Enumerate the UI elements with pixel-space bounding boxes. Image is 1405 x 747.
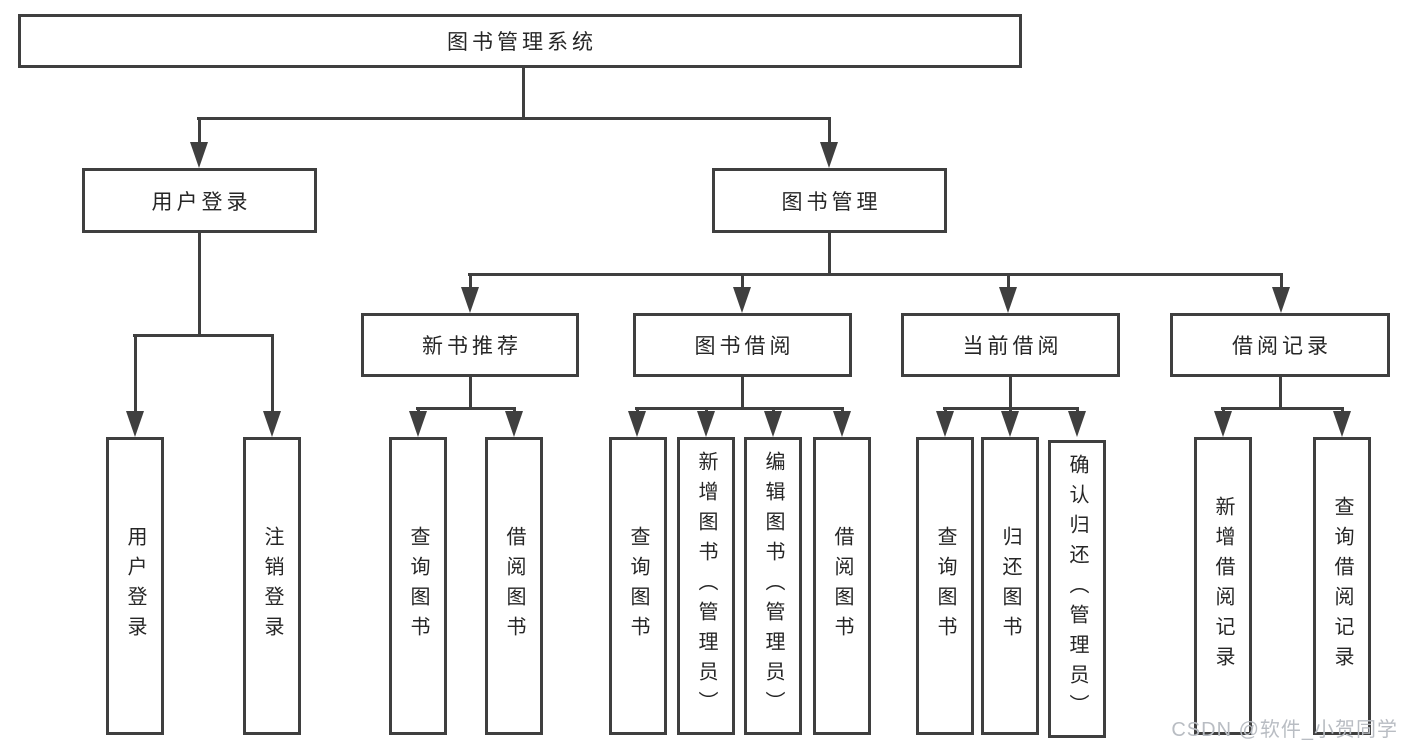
- connector-line: [522, 68, 525, 119]
- arrow-shaft: [1008, 407, 1012, 414]
- csdn-watermark: CSDN @软件_小贺同学: [1171, 719, 1398, 741]
- node-label: 查询图书: [934, 526, 956, 646]
- connector-line: [740, 377, 744, 409]
- connector-line: [1278, 377, 1282, 409]
- arrow-down-icon: [697, 411, 715, 437]
- node-label: 图书管理系统: [447, 31, 597, 54]
- connector-line: [197, 233, 201, 336]
- leaf-current-confirm-return-admin: 确认归还（管理员）: [1048, 440, 1106, 738]
- arrow-shaft: [416, 407, 420, 414]
- node-label: 图书借阅: [694, 335, 795, 358]
- leaf-current-query-books: 查询图书: [916, 437, 974, 735]
- connector-line: [468, 273, 1283, 276]
- connector-line: [197, 117, 831, 120]
- leaf-user-login: 用户登录: [106, 437, 164, 735]
- arrow-down-icon: [1214, 411, 1232, 437]
- node-book-borrowing: 图书借阅: [633, 313, 852, 377]
- leaf-borrow-borrow-books: 借阅图书: [813, 437, 871, 735]
- connector-line: [133, 334, 274, 337]
- arrow-shaft: [943, 407, 947, 414]
- leaf-current-return-books: 归还图书: [981, 437, 1039, 735]
- connector-line: [635, 407, 844, 410]
- arrow-shaft: [771, 407, 775, 414]
- arrow-down-icon: [190, 142, 208, 168]
- node-label: 查询图书: [407, 526, 429, 646]
- arrow-shaft: [635, 407, 639, 414]
- arrow-shaft: [827, 117, 831, 145]
- arrow-down-icon: [628, 411, 646, 437]
- leaf-borrow-query-books: 查询图书: [609, 437, 667, 735]
- node-label: 当前借阅: [962, 335, 1063, 358]
- leaf-borrow-add-books-admin: 新增图书（管理员）: [677, 437, 735, 735]
- connector-line: [827, 233, 831, 275]
- arrow-down-icon: [263, 411, 281, 437]
- node-label: 确认归还（管理员）: [1066, 454, 1088, 724]
- leaf-logout-login: 注销登录: [243, 437, 301, 735]
- arrow-down-icon: [126, 411, 144, 437]
- arrow-shaft: [1221, 407, 1225, 414]
- leaf-borrow-edit-books-admin: 编辑图书（管理员）: [744, 437, 802, 735]
- arrow-down-icon: [733, 287, 751, 313]
- node-label: 用户登录: [151, 190, 252, 214]
- node-user-login: 用户登录: [82, 168, 317, 233]
- arrow-shaft: [468, 273, 472, 289]
- node-current-borrowing: 当前借阅: [901, 313, 1120, 377]
- arrow-shaft: [133, 334, 137, 413]
- arrow-down-icon: [936, 411, 954, 437]
- node-borrowing-records: 借阅记录: [1170, 313, 1390, 377]
- node-label: 查询图书: [627, 526, 649, 646]
- node-label: 借阅图书: [503, 526, 525, 646]
- node-label: 新增图书（管理员）: [695, 451, 717, 721]
- leaf-recommend-borrow-books: 借阅图书: [485, 437, 543, 735]
- arrow-down-icon: [1068, 411, 1086, 437]
- node-label: 新增借阅记录: [1212, 496, 1234, 676]
- leaf-recommend-query-books: 查询图书: [389, 437, 447, 735]
- node-label: 借阅图书: [831, 526, 853, 646]
- node-book-management: 图书管理: [712, 168, 947, 233]
- node-label: 查询借阅记录: [1331, 496, 1353, 676]
- arrow-down-icon: [764, 411, 782, 437]
- node-label: 注销登录: [261, 526, 283, 646]
- node-new-book-recommendation: 新书推荐: [361, 313, 579, 377]
- arrow-down-icon: [820, 142, 838, 168]
- node-label: 归还图书: [999, 526, 1021, 646]
- connector-line: [1008, 377, 1012, 409]
- arrow-shaft: [1006, 273, 1010, 289]
- node-label: 借阅记录: [1232, 335, 1332, 358]
- connector-line: [1221, 407, 1343, 410]
- arrow-shaft: [704, 407, 708, 414]
- arrow-down-icon: [461, 287, 479, 313]
- arrow-down-icon: [505, 411, 523, 437]
- arrow-down-icon: [999, 287, 1017, 313]
- arrow-down-icon: [833, 411, 851, 437]
- connector-line: [416, 407, 516, 410]
- leaf-records-query-record: 查询借阅记录: [1313, 437, 1371, 735]
- node-label: 图书管理: [781, 190, 882, 214]
- arrow-shaft: [1075, 407, 1079, 414]
- arrow-down-icon: [1001, 411, 1019, 437]
- arrow-shaft: [512, 407, 516, 414]
- node-root: 图书管理系统: [18, 14, 1022, 68]
- node-label: 用户登录: [124, 526, 146, 646]
- arrow-shaft: [1340, 407, 1344, 414]
- leaf-records-add-record: 新增借阅记录: [1194, 437, 1252, 735]
- node-label: 编辑图书（管理员）: [762, 451, 784, 721]
- arrow-down-icon: [1272, 287, 1290, 313]
- arrow-down-icon: [409, 411, 427, 437]
- arrow-shaft: [1279, 273, 1283, 289]
- connector-line: [468, 377, 472, 409]
- arrow-shaft: [840, 407, 844, 414]
- arrow-shaft: [197, 117, 201, 145]
- arrow-down-icon: [1333, 411, 1351, 437]
- arrow-shaft: [740, 273, 744, 289]
- node-label: 新书推荐: [422, 335, 522, 358]
- arrow-shaft: [270, 334, 274, 413]
